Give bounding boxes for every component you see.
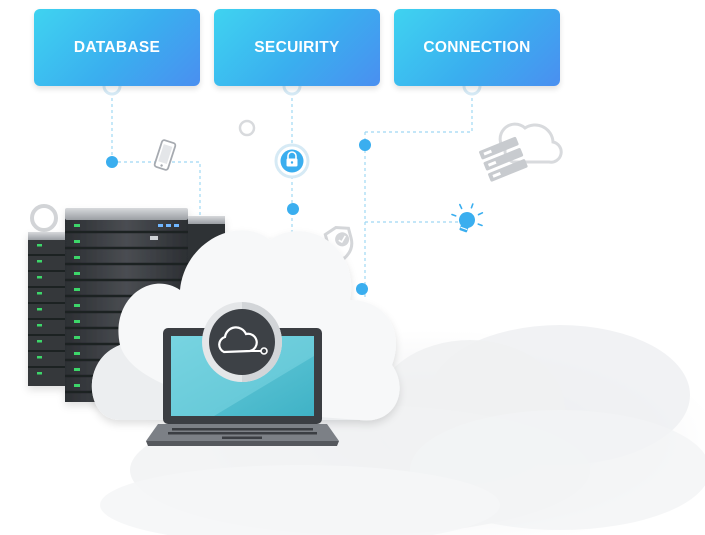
node-dot bbox=[106, 156, 118, 168]
connection-node: CONNECTION bbox=[394, 9, 560, 86]
server-cloud-icon bbox=[479, 122, 563, 182]
ring-decoration bbox=[30, 204, 58, 232]
node-dot bbox=[287, 203, 299, 215]
security-node: SECUIRITY bbox=[214, 9, 380, 86]
security-label: SECUIRITY bbox=[254, 38, 340, 56]
padlock-icon bbox=[274, 143, 310, 179]
node-dot bbox=[356, 283, 368, 295]
connection-label: CONNECTION bbox=[423, 38, 531, 56]
node-dot bbox=[359, 139, 371, 151]
lightbulb-icon bbox=[451, 203, 484, 233]
database-node: DATABASE bbox=[34, 9, 200, 86]
ring-decoration bbox=[238, 119, 256, 137]
database-label: DATABASE bbox=[73, 38, 161, 56]
cloud-sync-icon bbox=[202, 302, 282, 382]
mobile-phone-icon bbox=[153, 139, 177, 171]
